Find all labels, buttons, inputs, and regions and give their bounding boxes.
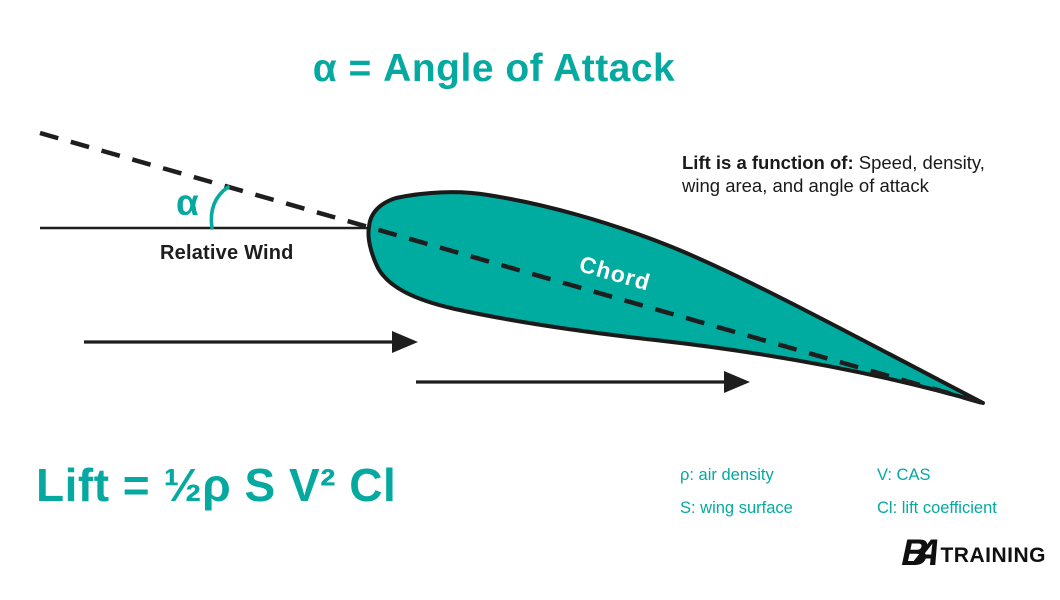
lift-function-note: Lift is a function of: Speed, density, w… — [682, 151, 1042, 197]
lift-function-note-bold: Lift is a function of: — [682, 152, 854, 173]
chord-dashed-line — [39, 130, 984, 406]
legend-item-cl: Cl: lift coefficient — [877, 499, 997, 517]
airflow-arrow-2 — [416, 371, 750, 393]
angle-arc — [209, 185, 230, 230]
logo-wordmark: TRAINING — [940, 544, 1046, 568]
lift-function-note-line1: Speed, density, — [853, 152, 985, 173]
airflow-arrow-1-head — [392, 331, 418, 353]
page-title: α = Angle of Attack — [312, 47, 676, 90]
lift-formula: Lift = ½ρ S V² Cl — [36, 459, 397, 511]
airfoil-shape — [366, 190, 985, 405]
legend-item-rho: ρ: air density — [680, 466, 774, 484]
airflow-arrow-2-head — [724, 371, 750, 393]
alpha-angle-label: α — [176, 182, 199, 223]
formula-legend: ρ: air density V: CAS S: wing surface Cl… — [680, 466, 997, 518]
lift-function-note-line2: wing area, and angle of attack — [682, 175, 929, 196]
legend-item-s: S: wing surface — [680, 499, 793, 517]
relative-wind-label: Relative Wind — [160, 242, 294, 264]
legend-item-v: V: CAS — [877, 466, 931, 484]
airflow-arrow-1 — [84, 331, 418, 353]
